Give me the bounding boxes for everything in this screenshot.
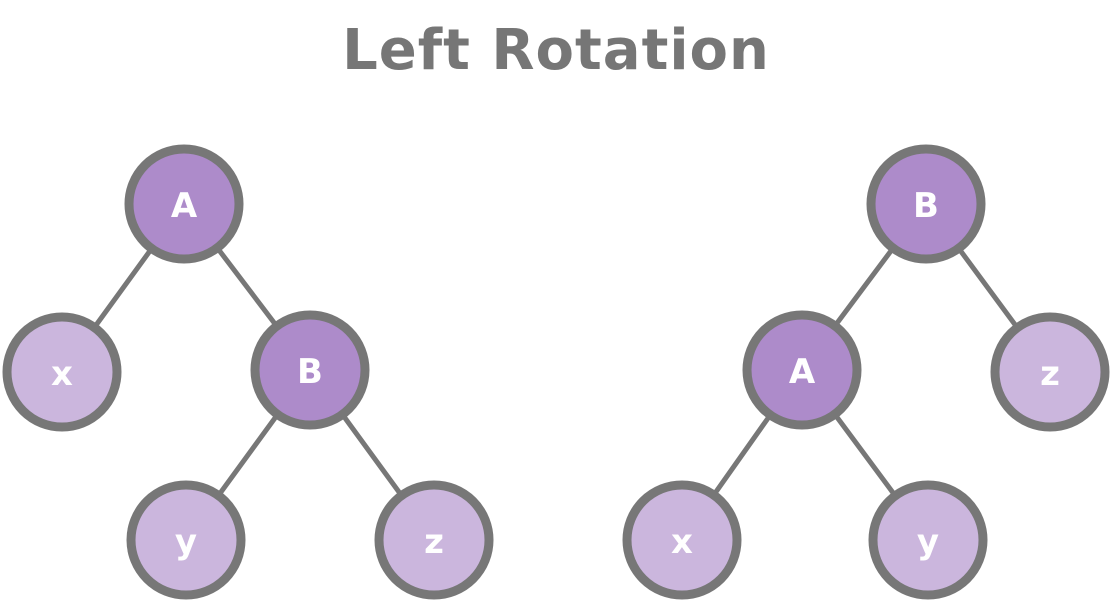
node-circle-right-y bbox=[868, 480, 988, 600]
node-label-right-x: x bbox=[671, 522, 693, 562]
node-right-A: A bbox=[742, 310, 862, 430]
node-right-B: B bbox=[866, 144, 986, 264]
node-label-left-y: y bbox=[175, 522, 197, 562]
node-label-left-B: B bbox=[297, 352, 323, 392]
node-circle-right-A bbox=[742, 310, 862, 430]
diagram-title: Left Rotation bbox=[342, 18, 770, 83]
node-left-B: B bbox=[250, 310, 370, 430]
node-circle-left-x bbox=[2, 312, 122, 432]
node-label-right-B: B bbox=[913, 186, 939, 226]
node-circle-left-B bbox=[250, 310, 370, 430]
node-left-x: x bbox=[2, 312, 122, 432]
node-right-x: x bbox=[622, 480, 742, 600]
node-label-left-x: x bbox=[51, 354, 73, 394]
node-circle-left-y bbox=[126, 480, 246, 600]
node-label-left-z: z bbox=[424, 522, 444, 562]
node-left-A: A bbox=[124, 144, 244, 264]
node-label-right-z: z bbox=[1040, 354, 1060, 394]
node-label-right-A: A bbox=[789, 352, 816, 392]
node-circle-left-A bbox=[124, 144, 244, 264]
node-label-left-A: A bbox=[171, 186, 198, 226]
node-circle-left-z bbox=[374, 480, 494, 600]
node-right-z: z bbox=[990, 312, 1110, 432]
node-circle-right-x bbox=[622, 480, 742, 600]
node-label-right-y: y bbox=[917, 522, 939, 562]
node-circle-right-B bbox=[866, 144, 986, 264]
node-left-y: y bbox=[126, 480, 246, 600]
node-circle-right-z bbox=[990, 312, 1110, 432]
node-left-z: z bbox=[374, 480, 494, 600]
node-right-y: y bbox=[868, 480, 988, 600]
